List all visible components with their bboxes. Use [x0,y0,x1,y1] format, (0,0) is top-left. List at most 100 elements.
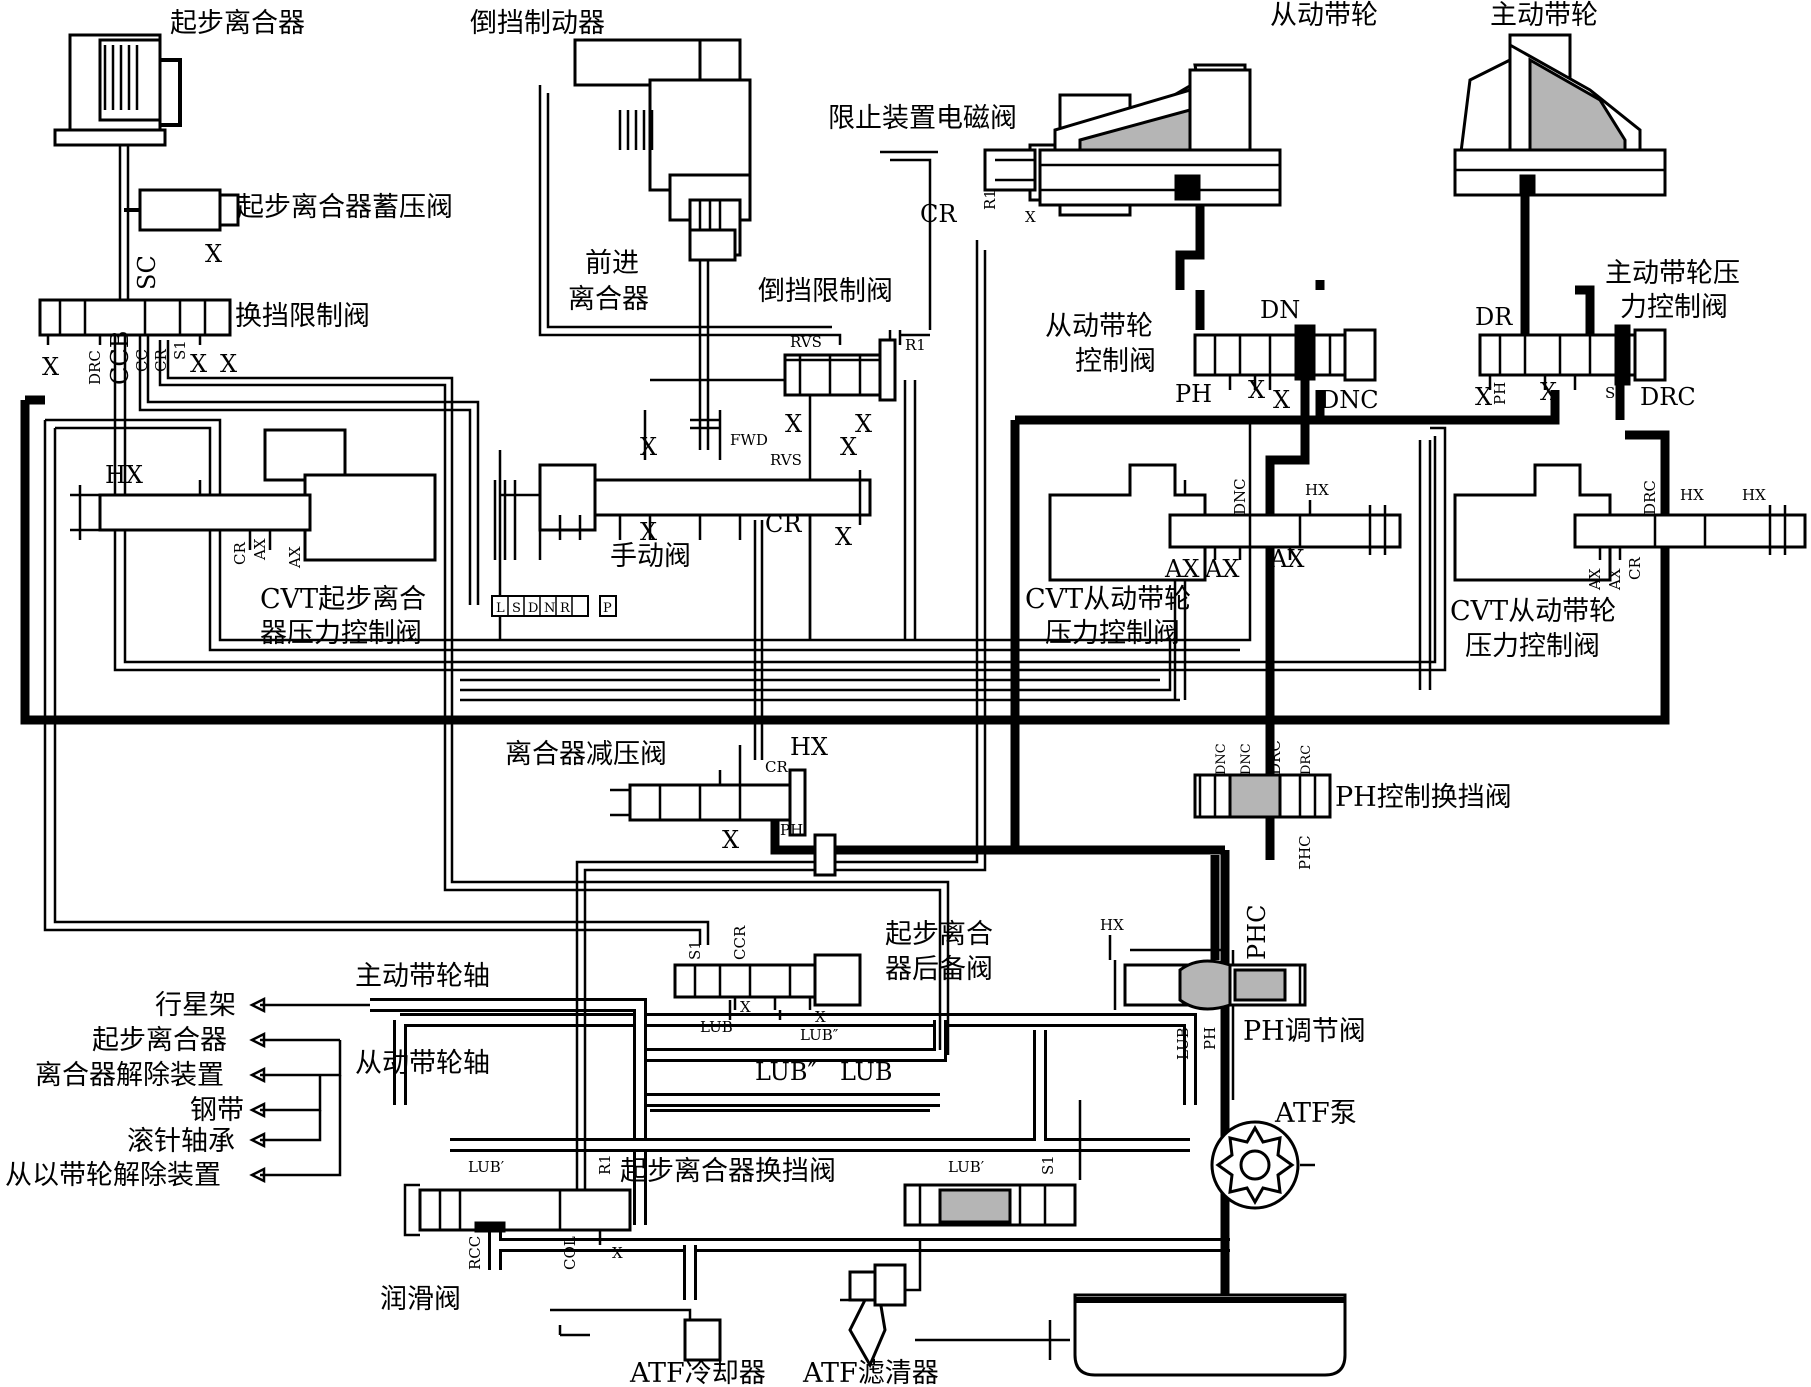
shift-inhibitor-valve [38,298,232,345]
code-x-13: X [1540,378,1557,406]
driven-pulley-control-valve [1193,324,1377,390]
start-clutch [53,33,182,147]
code-col: COL [561,1236,579,1270]
lubrication-target-labels: 行星架 起步离合器 离合器解除装置 钢带 滚针轴承 从以带轮解除装置 [5,990,244,1191]
code-x-15: X [740,998,751,1016]
position-P: P [603,601,612,616]
code-cr-solenoid: CR [920,200,957,228]
label-forward-clutch-2: 离合器 [568,284,649,315]
code-drc-5: DRC [1299,745,1314,775]
code-cr-1: CR [152,349,170,372]
code-dr: DR [1475,303,1513,331]
lub-prime-valve [903,1183,1077,1227]
target-pulley-release: 从以带轮解除装置 [5,1160,221,1191]
code-cr-3: CR [1626,557,1644,580]
code-ccb: CCB [106,331,134,385]
code-hx-6: HX [1100,916,1124,934]
label-reverse-inhibitor-valve: 倒挡限制阀 [758,276,893,307]
label-reverse-brake: 倒挡制动器 [470,8,605,39]
label-cvt-start-clutch-1: CVT起步离合 [260,584,426,615]
code-ph-4: PH [1201,1027,1219,1050]
code-sc: SC [133,255,161,290]
label-drive-pulley-shaft: 主动带轮轴 [355,961,490,992]
label-atf-filter: ATF滤清器 [802,1358,939,1387]
code-lub1-2: LUB′ [948,1158,985,1176]
code-x-1: X [42,353,59,381]
code-s1-1: S1 [171,340,189,360]
label-lubrication-valve: 润滑阀 [380,1284,461,1315]
label-ph-regulator-valve: PH调节阀 [1243,1016,1366,1047]
code-ax-1: AX [251,538,269,561]
position-D: D [528,601,538,616]
code-x-10: X [1248,376,1265,404]
code-fwd: FWD [730,431,768,449]
label-driven-pulley-shaft: 从动带轮轴 [355,1048,490,1079]
code-x-16: X [815,1008,826,1026]
code-lub2-2: LUB″ [755,1058,816,1086]
code-ax-7: AX [1606,568,1624,591]
code-dnc-3: DNC [1214,743,1229,775]
code-hx-1: HX [105,461,143,489]
position-R: R [560,601,571,616]
driven-pulley [1038,63,1282,207]
code-r1-3: R1 [596,1154,614,1175]
label-start-clutch-backup-1: 起步离合 [885,919,993,950]
position-S: S [512,601,521,616]
label-drive-pulley-pressure-1: 主动带轮压 [1605,258,1740,289]
label-atf-cooler: ATF冷却器 [629,1358,766,1387]
ph-control-shift-valve [1193,773,1332,819]
code-dn: DN [1260,296,1300,324]
code-x-9: X [835,523,852,551]
code-cr-manual: CR [765,510,802,538]
code-cr-2: CR [231,542,249,565]
manual-valve [493,463,872,560]
code-lub-1: LUB [1174,1027,1192,1060]
code-x-solenoid: X [1025,208,1036,226]
clutch-reducing-valve [610,745,837,877]
code-ph-1: PH [1175,380,1212,408]
target-clutch-release: 离合器解除装置 [35,1060,224,1091]
label-driven-pulley: 从动带轮 [1270,0,1378,31]
code-ax-2: AX [286,546,304,569]
cvt-driven-pulley-pressure-control-valve-2 [1453,463,1807,582]
code-x-4: X [785,410,802,438]
code-drc-4: DRC [1266,740,1284,775]
label-cvt-start-clutch-2: 器压力控制阀 [260,618,422,649]
code-ax-3: AX [1164,555,1199,583]
code-drc-1: DRC [86,350,104,385]
label-cvt-driven-pulley-1b: 压力控制阀 [1045,618,1180,649]
manual-position-scale: L S D N R P [491,595,617,617]
code-ax-4: AX [1204,555,1239,583]
start-clutch-accumulator [124,188,240,232]
reverse-inhibitor-valve [783,338,897,402]
label-inhibitor-solenoid: 限止装置电磁阀 [828,103,1017,134]
lubrication-arrows [249,996,370,1184]
code-x-17: X [612,1244,623,1262]
position-L: L [496,601,505,616]
code-hx-4: HX [1742,486,1766,504]
label-start-clutch-backup-2: 器后备阀 [885,954,993,985]
start-clutch-backup-valve [673,953,862,1010]
port-codes: X SC X DRC CCB CC CR S1 X X HX CR AX AX … [42,189,1766,1270]
label-atf-pump: ATF泵 [1274,1098,1357,1129]
cvt-driven-pulley-pressure-control-valve-1 [1048,463,1402,582]
label-cvt-driven-pulley-1a: CVT从动带轮 [1025,584,1191,615]
code-lub1-1: LUB′ [468,1158,505,1176]
label-start-clutch: 起步离合器 [170,8,305,39]
target-planetary-carrier: 行星架 [155,990,236,1021]
code-ccr: CCR [731,925,749,960]
component-labels: 起步离合器 倒挡制动器 从动带轮 主动带轮 限止装置电磁阀 起步离合器蓄压阀 换… [170,0,1740,1387]
code-drc-2: DRC [1640,383,1696,411]
label-shift-inhibitor-valve: 换挡限制阀 [235,301,370,332]
code-x-11: X [1273,386,1290,414]
code-cc: CC [133,349,151,372]
code-lub-3: LUB [840,1058,893,1086]
label-cvt-driven-pulley-2b: 压力控制阀 [1465,631,1600,662]
code-ph-2: PH [1491,382,1509,405]
code-r1-2: R1 [905,336,926,354]
code-x-2: X [190,350,207,378]
label-driven-pulley-control-1: 从动带轮 [1045,311,1153,342]
code-lub-2: LUB [700,1018,733,1036]
code-dnc-2: DNC [1231,478,1249,515]
